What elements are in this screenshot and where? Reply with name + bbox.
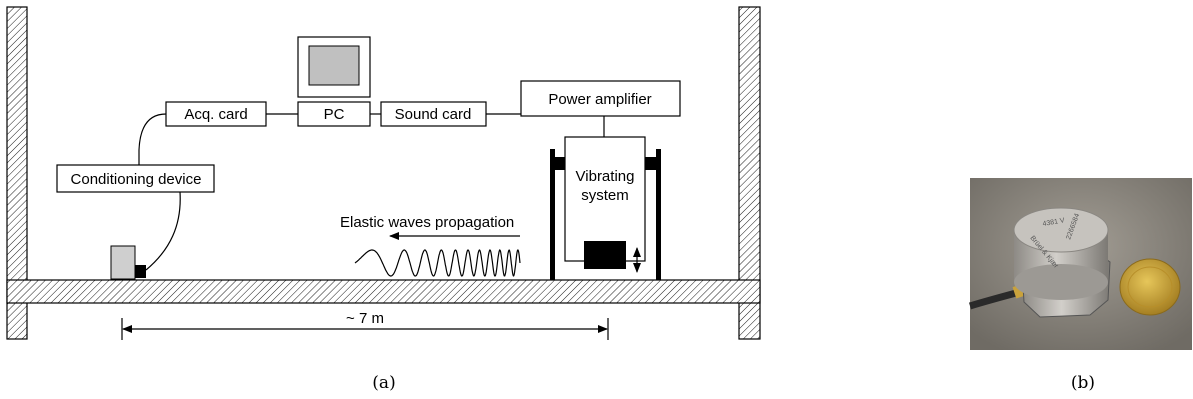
diagram-a: Acq. card PC Sound card Power amplifier …: [6, 6, 761, 393]
sound-card-box: [380, 101, 487, 127]
power-amplifier-label: Power amplifier: [548, 91, 651, 108]
monitor-icon: [297, 36, 371, 98]
accelerometer-icon: [110, 245, 146, 280]
beam: [6, 279, 761, 304]
pc-label: PC: [324, 106, 345, 123]
elastic-wave-icon: [354, 249, 521, 277]
sensor-marking-model: 4381 V: [1042, 217, 1065, 228]
conditioning-device-box: [56, 164, 215, 193]
caption-a: (a): [372, 373, 395, 393]
distance-label: ~ 7 m: [346, 310, 384, 327]
sensor-conditioning-cable: [145, 191, 181, 271]
conditioning-device-label: Conditioning device: [71, 171, 202, 188]
right-wall: [738, 6, 761, 340]
sensor-photo: 4381 V 2266584 Brüel & Kjær: [968, 178, 1192, 350]
left-wall: [6, 6, 28, 340]
acq-conditioning-cable: [138, 113, 167, 165]
vibrating-system-label-line2: system: [581, 187, 629, 204]
sound-card-label: Sound card: [395, 106, 472, 123]
vibrating-system-label-line1: Vibrating: [576, 168, 635, 185]
shaker-mass: [584, 241, 626, 269]
elastic-waves-label: Elastic waves propagation: [340, 214, 514, 231]
caption-b: (b): [1071, 373, 1095, 393]
acq-card-label: Acq. card: [184, 106, 247, 123]
power-amplifier-box: [520, 80, 681, 117]
vibrating-system: Vibrating system: [550, 136, 661, 280]
